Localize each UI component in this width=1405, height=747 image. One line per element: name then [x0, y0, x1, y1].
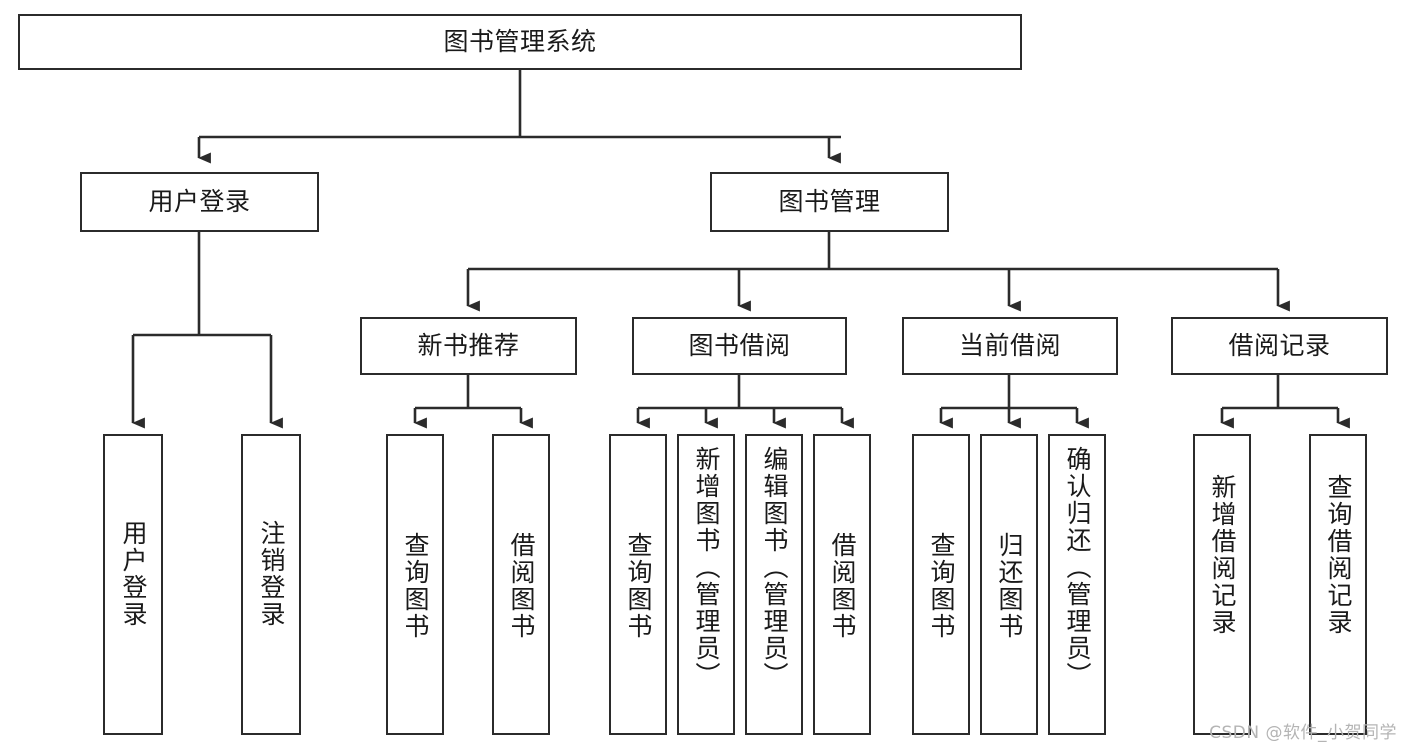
node-leaf-return-book[interactable]: 归还图书 [980, 434, 1038, 735]
node-leaf-query-book-2[interactable]: 查询图书 [609, 434, 667, 735]
node-leaf-query-book-3-label: 查询图书 [927, 532, 956, 640]
node-book-manage[interactable]: 图书管理 [710, 172, 949, 232]
node-leaf-borrow-book-1-label: 借阅图书 [507, 532, 536, 640]
node-leaf-add-book-label: 新增图书（管理员） [692, 446, 721, 689]
node-leaf-query-record[interactable]: 查询借阅记录 [1309, 434, 1367, 735]
node-leaf-borrow-book-1[interactable]: 借阅图书 [492, 434, 550, 735]
node-leaf-return-book-label: 归还图书 [995, 532, 1024, 640]
node-user-login[interactable]: 用户登录 [80, 172, 319, 232]
node-leaf-user-login[interactable]: 用户登录 [103, 434, 163, 735]
node-current-borrow[interactable]: 当前借阅 [902, 317, 1118, 375]
node-leaf-query-book-3[interactable]: 查询图书 [912, 434, 970, 735]
node-borrow-record-label: 借阅记录 [1228, 331, 1331, 361]
node-new-book-rec[interactable]: 新书推荐 [360, 317, 577, 375]
node-leaf-borrow-book-2-label: 借阅图书 [828, 532, 857, 640]
node-leaf-add-book[interactable]: 新增图书（管理员） [677, 434, 735, 735]
node-leaf-query-book-1[interactable]: 查询图书 [386, 434, 444, 735]
node-leaf-query-book-2-label: 查询图书 [624, 532, 653, 640]
node-leaf-user-login-label: 用户登录 [119, 520, 148, 628]
node-leaf-edit-book-label: 编辑图书（管理员） [760, 446, 789, 689]
node-root[interactable]: 图书管理系统 [18, 14, 1022, 70]
node-current-borrow-label: 当前借阅 [958, 331, 1061, 361]
node-leaf-logout-label: 注销登录 [257, 520, 286, 628]
node-book-manage-label: 图书管理 [778, 187, 881, 217]
node-book-borrow[interactable]: 图书借阅 [632, 317, 847, 375]
node-user-login-label: 用户登录 [148, 187, 251, 217]
node-leaf-borrow-book-2[interactable]: 借阅图书 [813, 434, 871, 735]
node-leaf-logout[interactable]: 注销登录 [241, 434, 301, 735]
node-book-borrow-label: 图书借阅 [688, 331, 791, 361]
node-new-book-rec-label: 新书推荐 [417, 331, 520, 361]
node-root-label: 图书管理系统 [443, 27, 597, 57]
node-leaf-add-record[interactable]: 新增借阅记录 [1193, 434, 1251, 735]
node-leaf-confirm-return-label: 确认归还（管理员） [1063, 446, 1092, 689]
node-leaf-query-record-label: 查询借阅记录 [1324, 474, 1353, 636]
node-borrow-record[interactable]: 借阅记录 [1171, 317, 1388, 375]
node-leaf-confirm-return[interactable]: 确认归还（管理员） [1048, 434, 1106, 735]
watermark: CSDN @软件_小贺同学 [1209, 723, 1397, 743]
node-leaf-query-book-1-label: 查询图书 [401, 532, 430, 640]
node-leaf-edit-book[interactable]: 编辑图书（管理员） [745, 434, 803, 735]
node-leaf-add-record-label: 新增借阅记录 [1208, 474, 1237, 636]
